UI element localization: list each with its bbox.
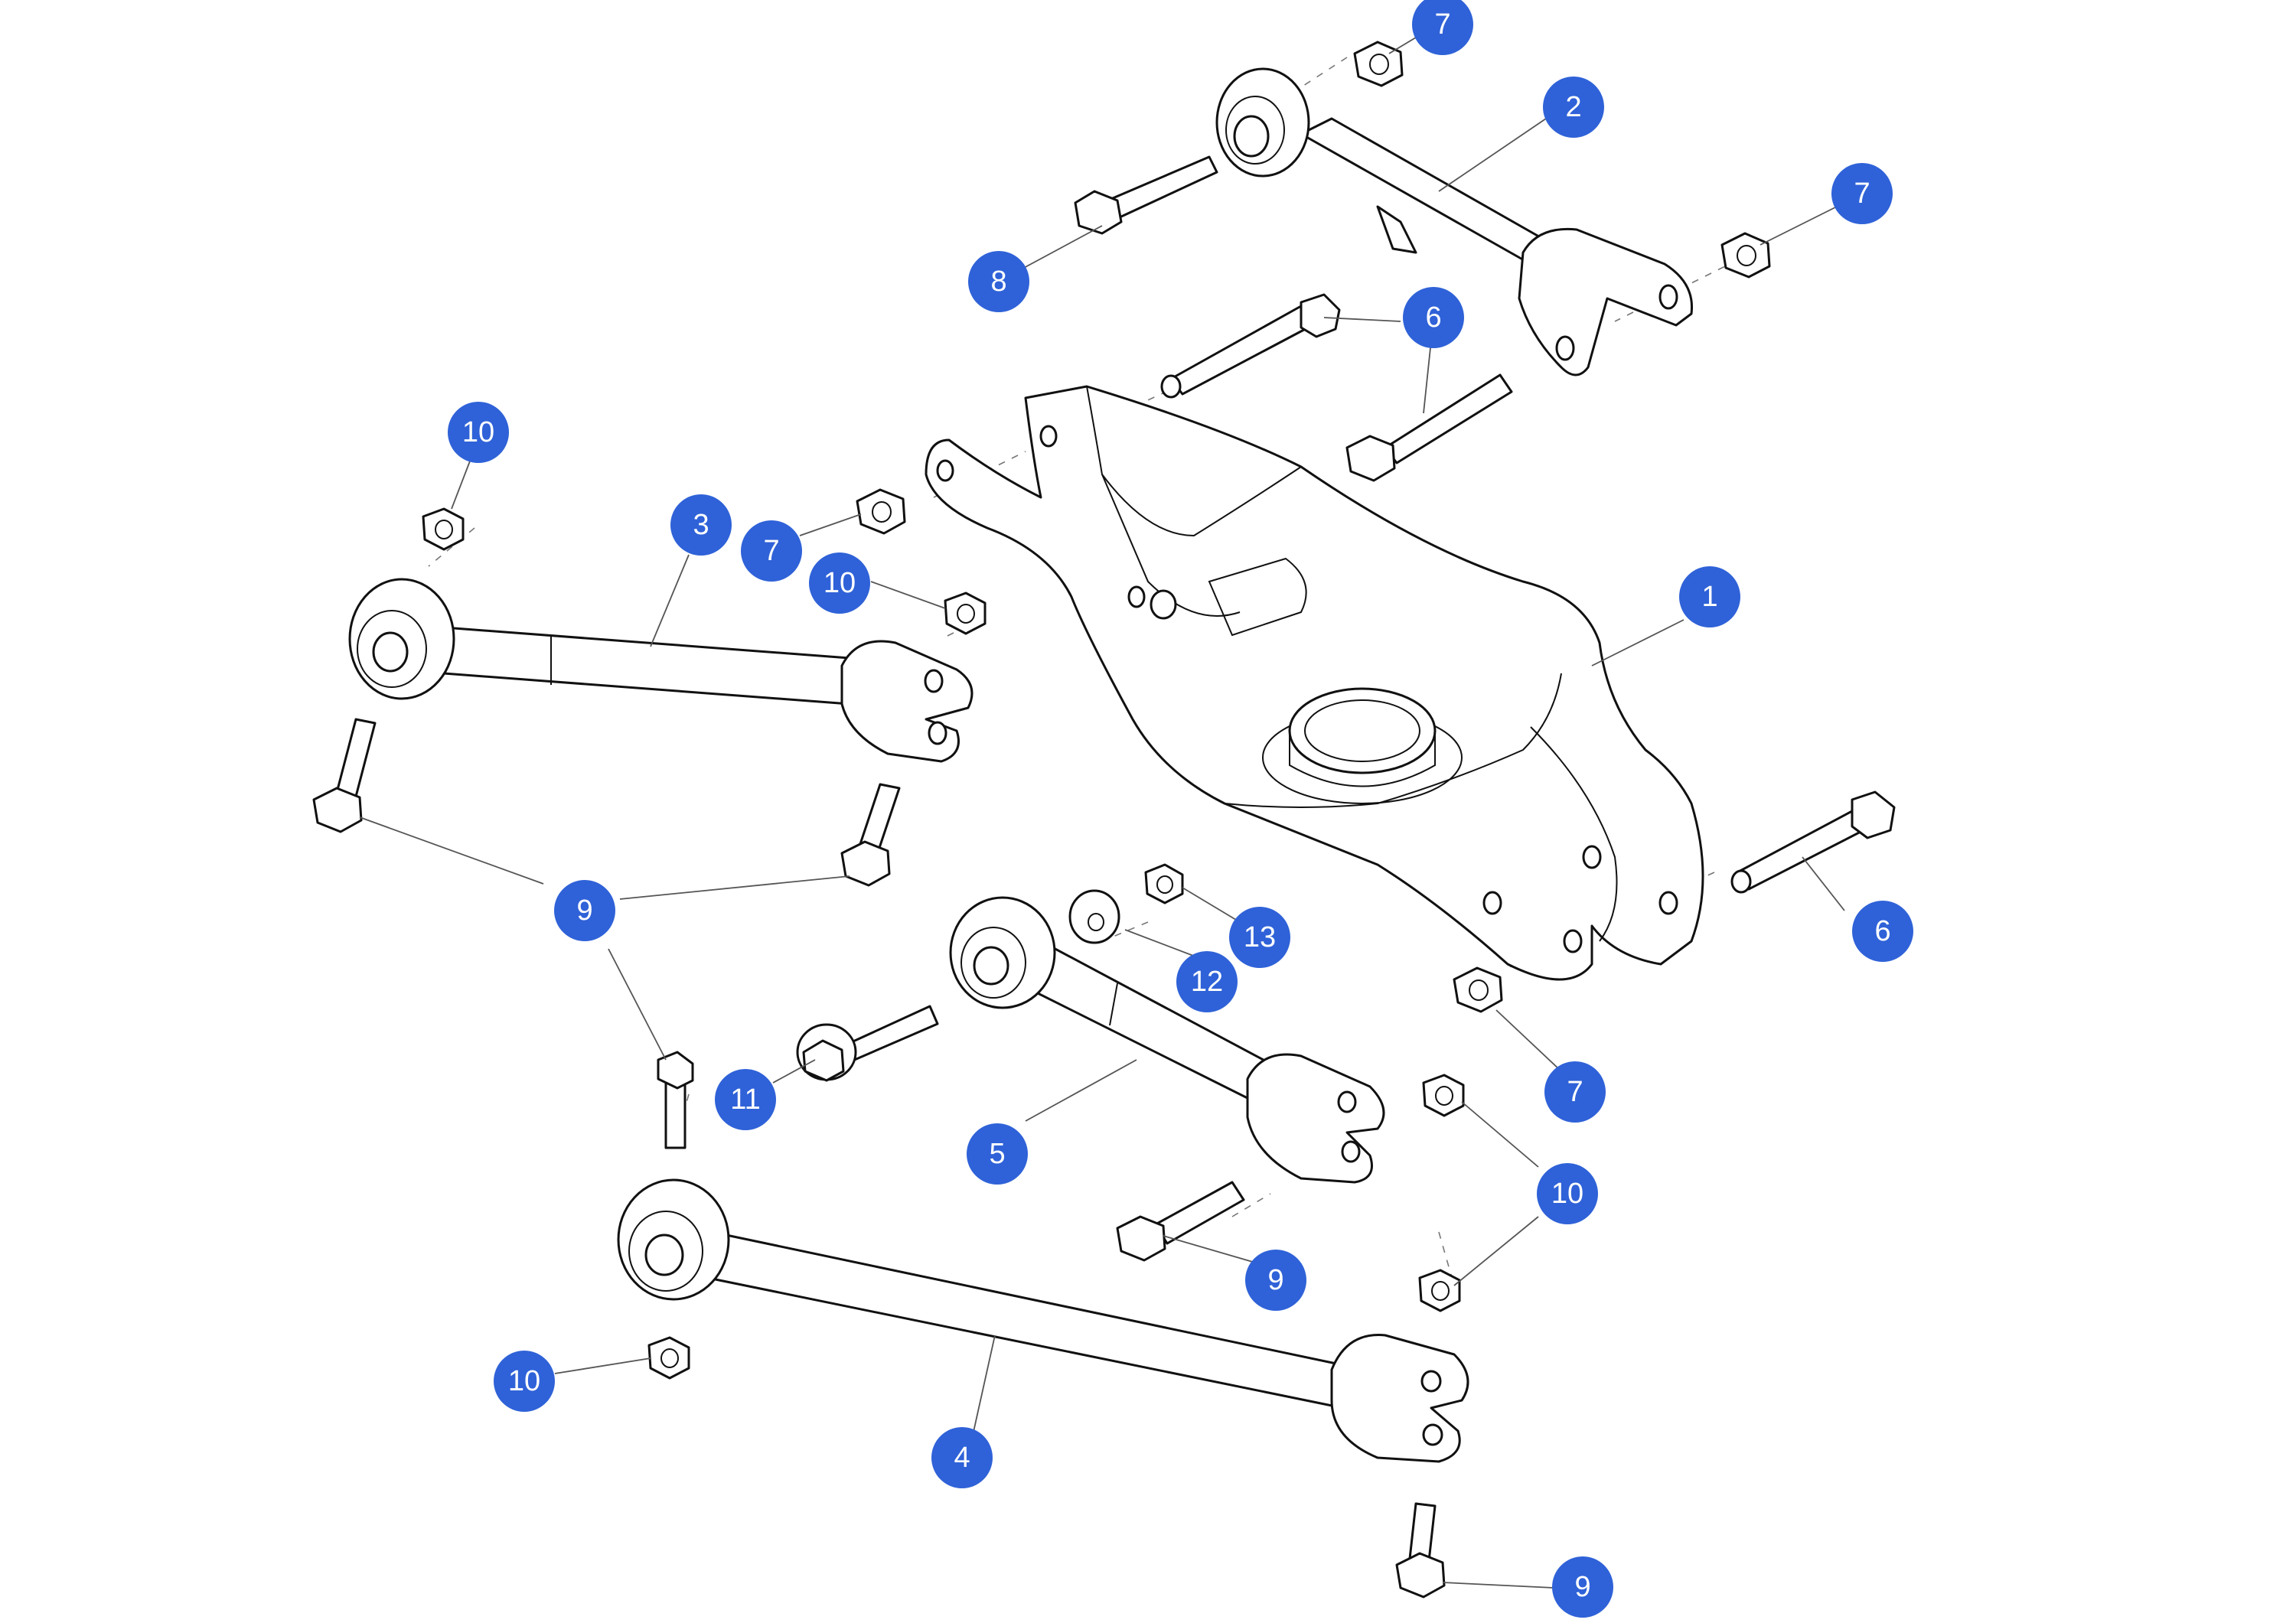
callout-label: 9 [1574, 1571, 1590, 1603]
callout-label: 9 [1267, 1264, 1283, 1296]
callout-9-bottom: 9 [1552, 1556, 1613, 1618]
callout-label: 9 [576, 895, 592, 927]
toe-link [949, 896, 1385, 1184]
bolt-9-a [312, 718, 377, 833]
callout-label: 10 [462, 416, 494, 448]
callout-6-upper: 6 [1403, 287, 1464, 348]
nuts [422, 41, 1771, 1380]
callout-label: 10 [1551, 1178, 1583, 1210]
callout-12: 12 [1176, 951, 1238, 1012]
callout-label: 7 [763, 535, 779, 567]
callout-8: 8 [968, 251, 1029, 312]
bolt-9-e [1395, 1502, 1446, 1599]
callout-label: 3 [693, 509, 709, 541]
eccentric-bolt-11 [796, 1005, 939, 1082]
bolt-9-c [657, 1051, 694, 1149]
callout-7-left: 7 [741, 520, 802, 582]
callout-5: 5 [967, 1123, 1028, 1185]
callout-2: 2 [1543, 77, 1604, 138]
callout-11: 11 [715, 1069, 776, 1130]
bolt-6-middle [1345, 373, 1513, 482]
callout-10-top: 10 [448, 402, 509, 463]
callout-10-middle: 10 [809, 552, 870, 614]
callout-label: 6 [1874, 915, 1890, 947]
callout-7-right: 7 [1831, 163, 1893, 224]
callout-label: 7 [1567, 1076, 1583, 1108]
callout-label: 10 [508, 1365, 540, 1397]
callout-10-bottom: 10 [494, 1351, 555, 1412]
callout-3: 3 [670, 494, 732, 556]
callout-label: 8 [990, 266, 1006, 298]
upper-arm [1215, 67, 1694, 376]
callout-label: 10 [823, 567, 856, 599]
callout-label: 4 [954, 1442, 970, 1474]
bolt-8 [1074, 155, 1218, 235]
bolt-6-upper [1160, 293, 1341, 399]
callout-label: 1 [1701, 581, 1717, 613]
callout-13: 13 [1229, 907, 1290, 968]
callout-label: 11 [730, 1084, 760, 1116]
callout-1: 1 [1679, 566, 1740, 627]
leader-lines [359, 28, 1845, 1589]
callout-label: 13 [1244, 921, 1276, 953]
bolt-6-right [1730, 790, 1896, 894]
callout-label: 5 [989, 1138, 1005, 1170]
callout-label: 2 [1565, 91, 1581, 123]
upper-link [348, 578, 974, 763]
callout-label: 7 [1854, 178, 1870, 210]
callout-7-bottom: 7 [1544, 1061, 1606, 1123]
callout-6-right: 6 [1852, 901, 1913, 962]
bolt-9-d [1116, 1181, 1245, 1262]
lower-control-arm [925, 385, 1704, 981]
callout-4: 4 [931, 1427, 993, 1488]
callout-7-top: 7 [1412, 0, 1473, 55]
callout-9-middle: 9 [1245, 1250, 1306, 1311]
lower-link [617, 1178, 1469, 1463]
callout-9-left: 9 [554, 880, 615, 941]
callout-label: 7 [1434, 8, 1450, 41]
callout-label: 12 [1191, 966, 1223, 998]
callout-10-right: 10 [1537, 1163, 1598, 1224]
callout-label: 6 [1425, 301, 1441, 334]
bolt-9-b [840, 783, 901, 887]
